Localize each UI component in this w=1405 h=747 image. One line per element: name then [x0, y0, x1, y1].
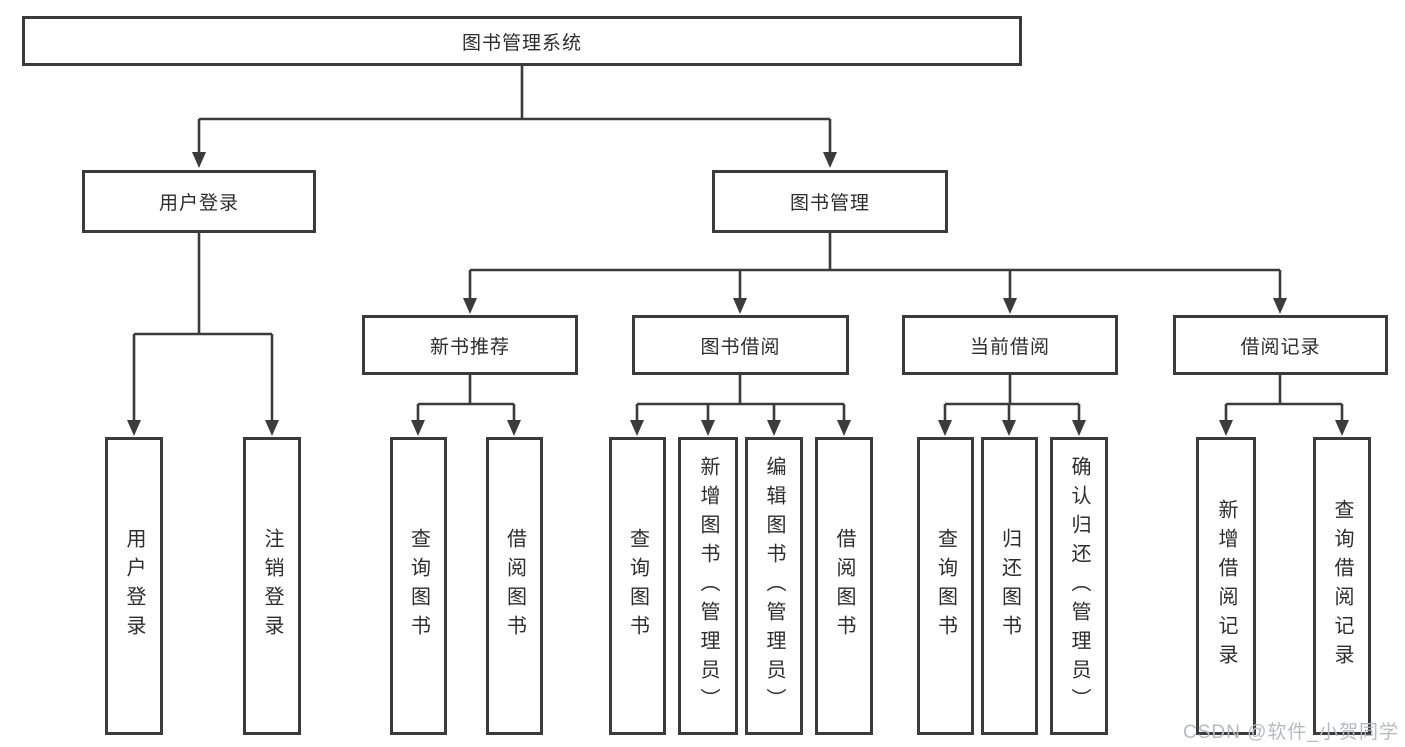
node-root-library-management-system: 图书管理系统 [22, 16, 1022, 66]
leaf-borrow-books: 借阅图书 [815, 437, 873, 735]
connector-lines [132, 66, 1344, 420]
leaf-query-borrow-record: 查询借阅记录 [1313, 437, 1371, 735]
leaf-borrow-books-recommend: 借阅图书 [486, 437, 543, 735]
leaf-logout: 注销登录 [243, 437, 301, 735]
node-current-borrow: 当前借阅 [902, 315, 1118, 375]
node-new-book-recommend: 新书推荐 [362, 315, 578, 375]
leaf-add-books-admin: 新增图书（管理员） [678, 437, 738, 735]
leaf-confirm-return-admin: 确认归还（管理员） [1050, 437, 1108, 735]
node-book-borrow: 图书借阅 [632, 315, 849, 375]
csdn-watermark: CSDN @软件_小贺同学 [1183, 722, 1399, 743]
leaf-user-login: 用户登录 [105, 437, 163, 735]
leaf-query-books-borrow: 查询图书 [609, 437, 666, 735]
leaf-query-books-recommend: 查询图书 [390, 437, 447, 735]
node-user-login: 用户登录 [82, 170, 316, 233]
leaf-edit-books-admin: 编辑图书（管理员） [745, 437, 803, 735]
arrowheads [127, 152, 1349, 436]
leaf-add-borrow-record: 新增借阅记录 [1196, 437, 1256, 735]
node-borrow-records: 借阅记录 [1173, 315, 1388, 375]
leaf-return-books: 归还图书 [981, 437, 1038, 735]
leaf-query-books-current: 查询图书 [917, 437, 974, 735]
node-book-management: 图书管理 [712, 170, 948, 233]
